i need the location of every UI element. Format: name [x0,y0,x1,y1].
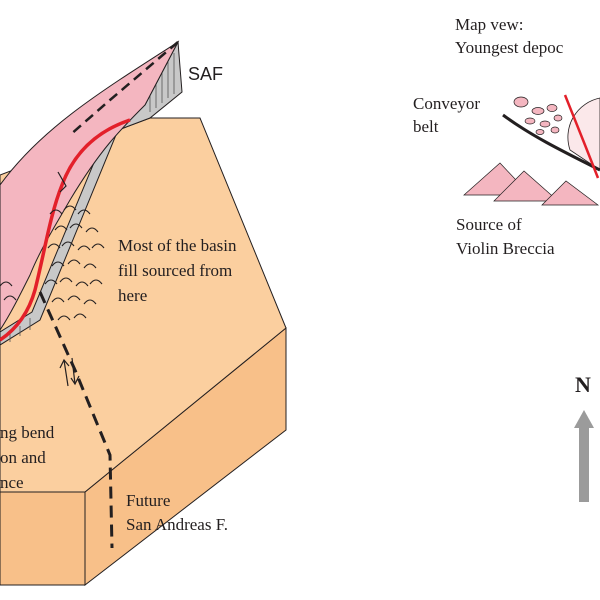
saf-dashed-line [69,41,179,136]
basin-fill-line-3: here [118,286,148,305]
source-line-2: Violin Breccia [456,239,555,258]
saf-label: SAF [188,64,224,84]
map-view-label: Map vew: Youngest depoc [455,14,563,58]
slip-arrows [57,171,80,387]
conveyor-line-2: belt [413,117,439,136]
north-label: N [575,372,591,397]
basin-fill-label: Most of the basin fill sourced from here [118,235,237,306]
conveyor-line-1: Conveyor [413,94,481,113]
future-saf-dashed-line [38,291,114,549]
map-view-line-1: Map vew: [455,15,524,34]
block-front-face [0,491,86,586]
future-saf-line-1: Future [126,491,171,510]
pink-basin [0,40,180,331]
source-line-1: Source of [456,215,522,234]
breccia-clasts [513,96,563,135]
source-mountains [463,162,600,206]
bend-line-1: ng bend [0,423,55,442]
bend-line-2: on and [0,448,46,467]
map-view-panel [463,94,600,206]
hill-symbols [0,205,105,321]
map-view-line-2: Youngest depoc [455,38,564,57]
conveyor-belt-line [502,113,600,172]
north-arrow-icon [574,410,594,502]
conveyor-label: Conveyor belt [413,93,480,137]
depocenter-circle [567,97,600,171]
source-label: Source of Violin Breccia [456,214,555,259]
future-saf-line-2: San Andreas F. [126,515,229,534]
bend-line-3: nce [0,473,24,492]
red-fault [0,118,131,342]
basin-fill-line-1: Most of the basin [118,236,237,255]
bend-label: ng bend on and nce [0,422,54,493]
map-red-fault [563,94,600,179]
future-saf-label: Future San Andreas F. [126,490,228,535]
basin-fill-line-2: fill sourced from [118,261,233,280]
